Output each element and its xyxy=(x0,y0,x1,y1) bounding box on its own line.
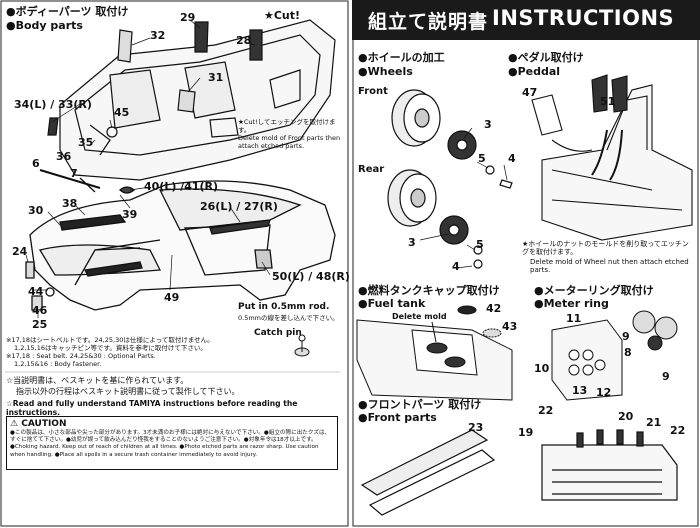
part-label-21: 21 xyxy=(646,416,662,429)
read-note-jp-2: 指示以外の行程はベスキット説明書に従って製作して下さい。 xyxy=(16,387,240,396)
part-label-51: 51 xyxy=(600,95,616,108)
part-label-3-rear: 3 xyxy=(408,236,416,249)
part-label-43: 43 xyxy=(502,320,518,333)
wheels-heading-jp: ●ホイールの加工 xyxy=(358,51,445,64)
part-label-45: 45 xyxy=(114,106,130,119)
front-wheel-drawing xyxy=(391,89,513,189)
part-label-44: 44 xyxy=(28,285,44,298)
part-label-30: 30 xyxy=(28,204,44,217)
part-label-3-front: 3 xyxy=(484,118,492,131)
caution-box: ⚠ CAUTION ●この製品は、小さな部品や尖った部分があります。3才未満のお… xyxy=(6,416,338,470)
part-label-23: 23 xyxy=(468,421,484,434)
right-instruction-page: 組立て説明書 INSTRUCTIONS ●ホイールの加工 ●Wheels ●ペダ… xyxy=(352,0,700,528)
part-label-26-27: 26(L) / 27(R) xyxy=(200,200,278,213)
rod-note-jp: 0.5mmの線を差し込んで下さい。 xyxy=(238,314,339,322)
assembly-illustrations xyxy=(352,0,699,527)
warning-icon: ⚠ xyxy=(10,419,19,429)
seat-note-en-2: 1,2,15&16 : Body fastener. xyxy=(14,360,102,368)
part-label-10: 10 xyxy=(534,362,550,375)
pedal-heading-jp: ●ペダル取付け xyxy=(508,51,584,64)
part-label-9-bottom: 9 xyxy=(662,370,670,383)
seat-note-jp-1: ※17,18はシートベルトです。24,25,30は仕様によって取付けません。 xyxy=(6,336,214,344)
cut-note-en: Delete mold of Front parts then attach e… xyxy=(238,134,341,150)
seat-note-en-1: ※17,18 : Seat belt. 24,25&30 : Optional … xyxy=(6,352,156,360)
wheels-heading-en: ●Wheels xyxy=(358,65,413,78)
part-label-12: 12 xyxy=(596,386,612,399)
part-label-5-rear: 5 xyxy=(476,238,484,251)
front-wheel-label: Front xyxy=(358,86,388,97)
front-parts-drawing xyxy=(360,429,678,516)
fuel-heading-en: ●Fuel tank xyxy=(358,297,426,310)
part-label-7: 7 xyxy=(70,167,78,180)
part-label-35: 35 xyxy=(78,136,94,149)
part-label-5-front: 5 xyxy=(478,152,486,165)
part-label-32: 32 xyxy=(150,29,166,42)
frontparts-heading-jp: ●フロントパーツ 取付け xyxy=(358,398,482,411)
caution-title: ⚠ CAUTION xyxy=(10,419,67,429)
seat-note-jp-2: 1,2,15,16はキャッチピン等です。資料を参考に取付けて下さい。 xyxy=(14,344,207,352)
part-label-46: 46 xyxy=(32,304,48,317)
pedal-chassis-drawing xyxy=(531,74,693,241)
part-label-22-right: 22 xyxy=(670,424,686,437)
part-label-50-48: 50(L) / 48(R) xyxy=(272,270,350,283)
part-label-28: 28 xyxy=(236,34,252,47)
meter-ring-drawing xyxy=(551,310,678,401)
body-parts-illustration xyxy=(0,0,349,527)
body-parts-heading-en: ●Body parts xyxy=(6,19,83,32)
part-label-40-41: 40(L) /41(R) xyxy=(144,180,219,193)
title-jp: 組立て説明書 xyxy=(368,11,489,33)
part-label-29: 29 xyxy=(180,11,196,24)
interior-tub-drawing xyxy=(47,19,336,181)
part-label-34-33: 34(L) / 33(R) xyxy=(14,98,92,111)
car-body-drawing xyxy=(25,169,336,311)
part-label-8: 8 xyxy=(624,346,632,359)
title-en: INSTRUCTIONS xyxy=(492,6,675,30)
cut-note-jp: ★Cut!してエッチングを取付けます。 xyxy=(238,118,336,134)
part-label-38: 38 xyxy=(62,197,78,210)
part-label-4-rear: 4 xyxy=(452,260,460,273)
part-label-9-top: 9 xyxy=(622,330,630,343)
read-note-jp-1: ☆当説明書は、ベスキットを基に作られています。 xyxy=(6,376,189,385)
cut-callout: ★Cut! xyxy=(264,9,301,22)
caution-text-en: ●Choking hazard. Keep out of reach of ch… xyxy=(10,444,319,458)
meter-heading-jp: ●メーターリング取付け xyxy=(534,284,654,297)
part-label-13: 13 xyxy=(572,384,588,397)
fuel-heading-jp: ●燃料タンクキャップ取付け xyxy=(358,284,500,297)
part-label-22-left: 22 xyxy=(538,404,554,417)
part-label-47: 47 xyxy=(522,86,538,99)
fuel-tank-drawing xyxy=(356,305,513,401)
part-label-49: 49 xyxy=(164,291,180,304)
catch-pin-drawing xyxy=(294,334,310,357)
delete-mold-label: Delete mold xyxy=(392,312,447,321)
part-label-6: 6 xyxy=(32,157,40,170)
catch-pin-label: Catch pin xyxy=(254,328,302,338)
part-label-24: 24 xyxy=(12,245,28,258)
part-label-42: 42 xyxy=(486,302,502,315)
rod-note-en: Put in 0.5mm rod. xyxy=(238,302,330,312)
read-note-en: ☆Read and fully understand TAMIYA instru… xyxy=(6,399,298,417)
instructions-title-bar: 組立て説明書 INSTRUCTIONS xyxy=(352,0,700,40)
part-label-11: 11 xyxy=(566,312,582,325)
nut-note-jp: ★ホイールのナットのモールドを削り取ってエッチングを取付けます。 xyxy=(522,240,689,256)
part-label-36: 36 xyxy=(56,150,72,163)
part-label-20: 20 xyxy=(618,410,634,423)
body-parts-heading-jp: ●ボディーパーツ 取付け xyxy=(6,5,129,18)
part-label-19: 19 xyxy=(518,426,534,439)
rear-wheel-drawing xyxy=(387,169,483,269)
meter-heading-en: ●Meter ring xyxy=(534,297,609,310)
part-label-31: 31 xyxy=(208,71,224,84)
part-label-25: 25 xyxy=(32,318,48,331)
nut-note-en: Delete mold of Wheel nut then attach etc… xyxy=(530,258,689,274)
pedal-heading-en: ●Peddal xyxy=(508,65,561,78)
left-instruction-page: ●ボディーパーツ 取付け ●Body parts ★Cut! 29 32 28 … xyxy=(0,0,350,527)
frontparts-heading-en: ●Front parts xyxy=(358,411,437,424)
part-label-4-front: 4 xyxy=(508,152,516,165)
caution-text-jp: ●この製品は、小さな部品や尖った部分があります。3才未満のお子様には絶対に与えな… xyxy=(10,430,331,444)
rear-wheel-label: Rear xyxy=(358,164,385,175)
part-label-39: 39 xyxy=(122,208,138,221)
